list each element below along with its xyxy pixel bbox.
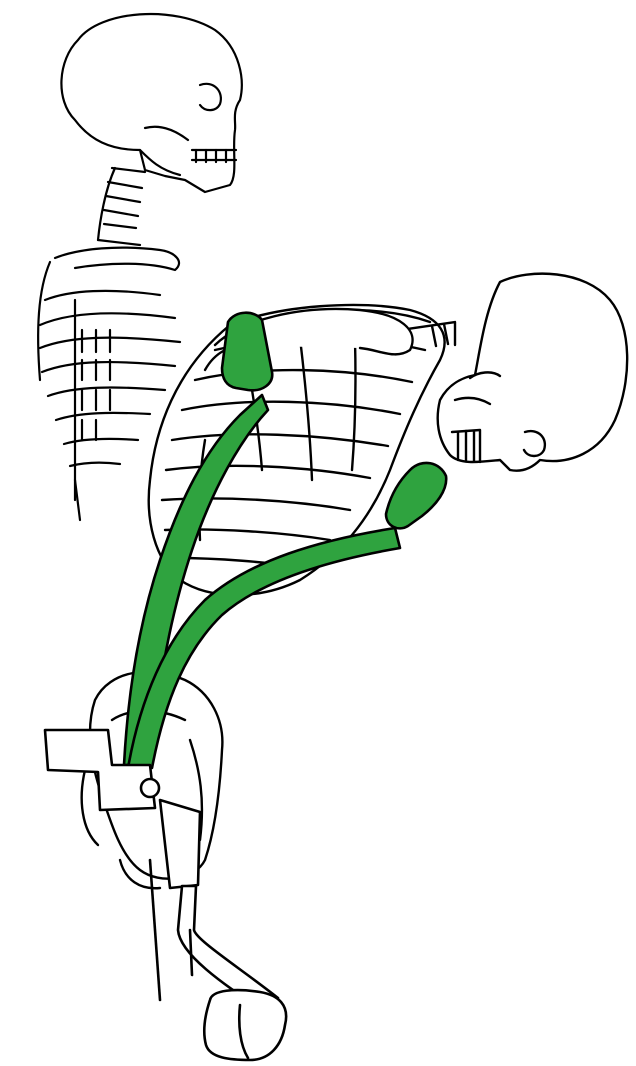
upright-neck [98, 168, 145, 245]
bent-skull [438, 274, 627, 471]
hinge [141, 779, 159, 797]
leg-outline [150, 860, 160, 1000]
upright-skull [61, 14, 241, 192]
sternum-pad [386, 463, 446, 528]
